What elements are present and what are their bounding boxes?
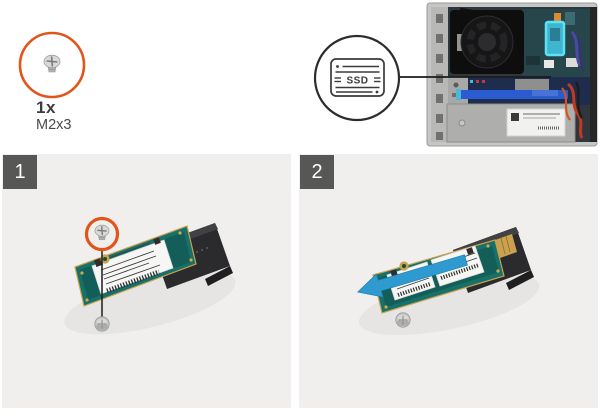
gold-fingers	[495, 234, 517, 258]
ssd-icon: SSD	[330, 58, 385, 97]
step-1-illustration	[64, 216, 236, 335]
step-2-badge: 2	[300, 155, 334, 189]
screw-standoff	[94, 316, 110, 332]
chassis-illustration	[426, 2, 598, 147]
screw-size-label: M2x3	[36, 117, 72, 133]
step-2-panel: 2	[299, 154, 598, 408]
step-1-panel: 1	[2, 154, 291, 408]
screw-standoff	[395, 312, 411, 328]
screw-spec: 1x M2x3	[36, 98, 71, 134]
ssd-location-callout: SSD	[313, 2, 598, 147]
ssd-card	[74, 225, 197, 307]
ssd-callout-circle: SSD	[313, 34, 401, 122]
ssd-label: SSD	[346, 76, 368, 87]
step-1-badge: 1	[3, 155, 37, 189]
removal-arrow-icon	[357, 254, 468, 298]
screw-quantity-label: 1x	[36, 98, 56, 117]
screw-quantity-callout	[18, 31, 86, 99]
step-2-illustration	[357, 227, 540, 336]
screw-icon	[43, 54, 61, 73]
shadow	[64, 269, 236, 335]
screw-circle-highlight	[84, 216, 120, 252]
screw-icon	[94, 224, 110, 241]
